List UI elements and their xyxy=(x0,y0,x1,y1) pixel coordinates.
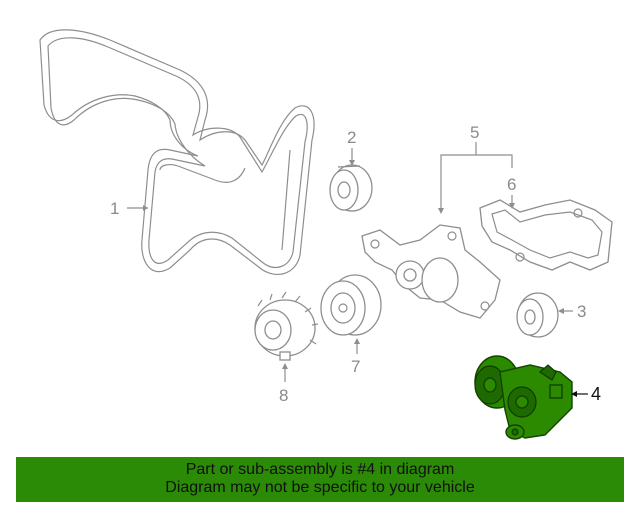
belt-tensioner-highlighted[interactable] xyxy=(474,355,573,440)
tensioner-pulley[interactable] xyxy=(516,292,559,338)
callout-3[interactable]: 3 xyxy=(577,302,586,321)
drive-belt[interactable] xyxy=(39,29,315,276)
water-pump-gasket[interactable] xyxy=(479,199,613,271)
callout-6[interactable]: 6 xyxy=(507,175,516,194)
callout-1[interactable]: 1 xyxy=(110,199,119,218)
info-banner: Part or sub-assembly is #4 in diagram Di… xyxy=(16,457,624,502)
callout-2[interactable]: 2 xyxy=(347,128,356,147)
callout-4[interactable]: 4 xyxy=(591,384,601,404)
parts-diagram: 1 2 3 4 5 6 7 8 xyxy=(39,29,613,440)
callout-7[interactable]: 7 xyxy=(351,357,360,376)
callout-8[interactable]: 8 xyxy=(279,386,288,405)
callout-5[interactable]: 5 xyxy=(470,123,479,142)
water-pump-pulley[interactable] xyxy=(320,274,382,336)
banner-line-2: Diagram may not be specific to your vehi… xyxy=(165,479,475,496)
water-pump[interactable] xyxy=(361,224,501,319)
banner-line-1: Part or sub-assembly is #4 in diagram xyxy=(185,461,455,478)
fan-clutch[interactable] xyxy=(254,291,319,361)
idler-pulley[interactable] xyxy=(329,164,373,212)
